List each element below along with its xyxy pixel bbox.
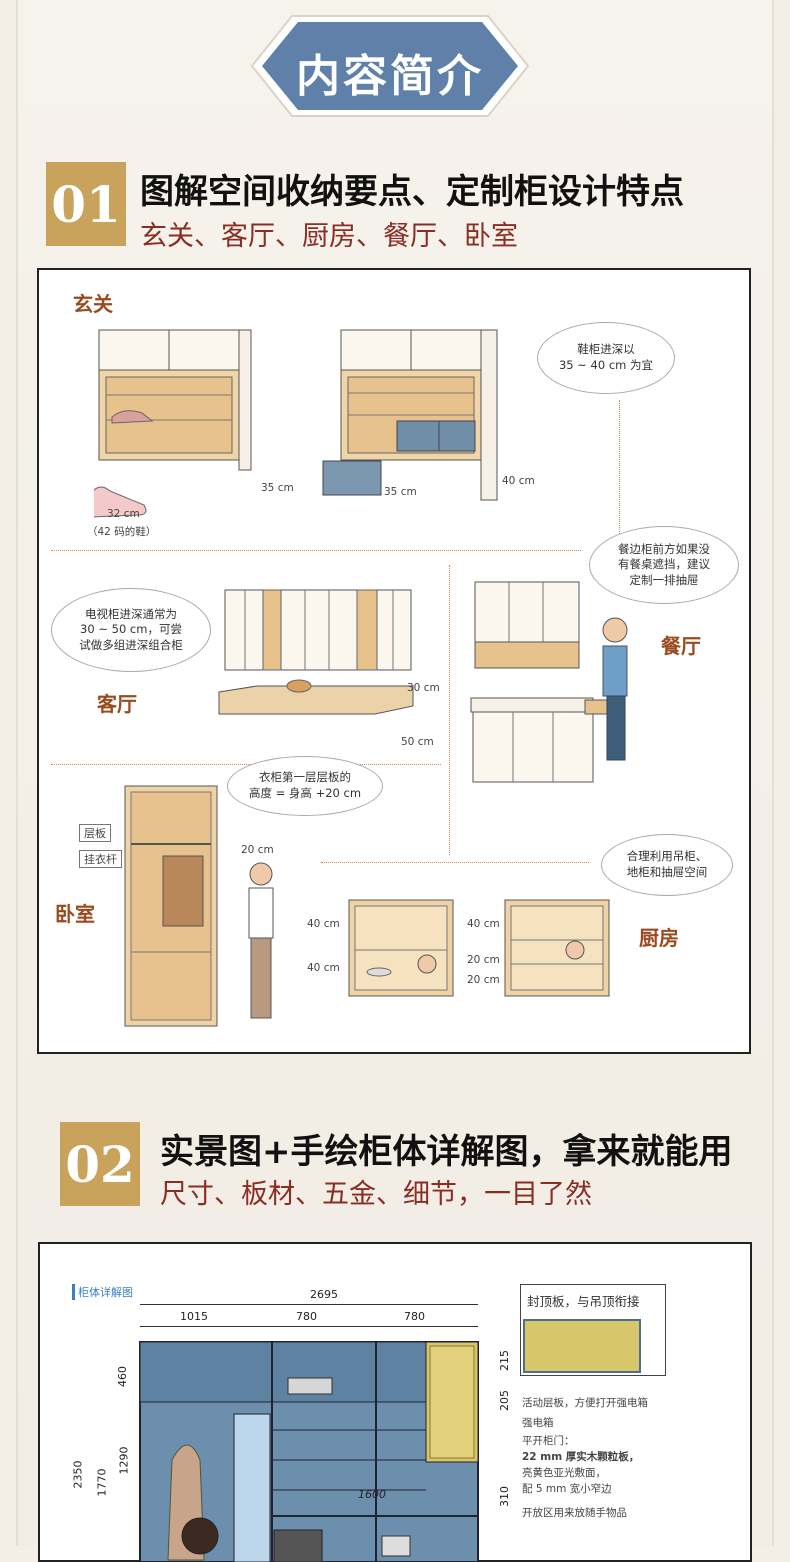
shoe-cabinet-2 [322, 329, 498, 501]
dim-35b: 35 cm [384, 486, 417, 498]
divider-2 [51, 764, 441, 765]
bp-w2: 780 [296, 1310, 317, 1323]
banner-hexagon [250, 15, 530, 117]
dim-30: 30 cm [407, 682, 440, 694]
dim-k40c: 40 cm [467, 918, 500, 930]
dim-50: 50 cm [401, 736, 434, 748]
room-label-dining: 餐厅 [661, 634, 701, 658]
bp-h2: 1290 [117, 1446, 131, 1475]
bubble-wardrobe: 衣柜第一层层板的 高度 = 身高 +20 cm [227, 756, 383, 816]
bp-r215: 215 [498, 1350, 511, 1371]
banner-title: 内容简介 [296, 51, 484, 102]
room-label-bedroom: 卧室 [55, 902, 95, 926]
dim-35a: 35 cm [261, 482, 294, 494]
divider-3 [321, 862, 589, 863]
callout-text: 封顶板，与吊顶衔接 [527, 1294, 640, 1309]
wardrobe-drawing [124, 785, 274, 1027]
kitchen-cabinets-drawing [348, 899, 610, 997]
dim-k40a: 40 cm [307, 918, 340, 930]
bp-note-4: 亮黄色亚光敷面， [522, 1467, 606, 1479]
bubble-kitchen-text: 合理利用吊柜、 地柜和抽屉空间 [626, 849, 708, 879]
bubble-tv-cabinet-text: 电视柜进深通常为 30 ~ 50 cm，可尝 试做多组进深组合柜 [79, 606, 183, 652]
dim-k20a: 20 cm [467, 954, 500, 966]
section1-subtitle: 玄关、客厅、厨房、餐厅、卧室 [140, 221, 518, 252]
bubble-wardrobe-text: 衣柜第一层层板的 高度 = 身高 +20 cm [248, 770, 362, 800]
room-label-entry: 玄关 [73, 292, 113, 316]
bp-total-width: 2695 [310, 1288, 338, 1301]
bp-h-total: 2350 [71, 1460, 85, 1489]
shoe-cabinet-1 [94, 329, 252, 518]
divider-living-right [449, 565, 450, 855]
dim-32: 32 cm [107, 508, 140, 520]
dim-20: 20 cm [241, 844, 274, 856]
bp-inner-width: 1600 [358, 1488, 386, 1501]
blueprint-label: 柜体详解图 [72, 1284, 133, 1300]
section2-number: 02 [60, 1122, 140, 1206]
room-label-kitchen: 厨房 [639, 926, 679, 950]
bubble-shoe-depth: 鞋柜进深以 35 ~ 40 cm 为宜 [537, 322, 675, 394]
bubble-kitchen: 合理利用吊柜、 地柜和抽屉空间 [601, 834, 733, 896]
bp-r310: 310 [498, 1486, 511, 1507]
cabinet-elevation-drawing [139, 1341, 479, 1562]
bubble-sideboard-text: 餐边柜前方如果没 有餐桌遮挡，建议 定制一排抽屉 [618, 541, 710, 587]
bp-h3: 460 [116, 1366, 129, 1387]
bp-h1: 1770 [95, 1468, 109, 1497]
bp-note-5: 配 5 mm 宽小窄边 [522, 1483, 612, 1495]
bp-r205: 205 [498, 1390, 511, 1411]
dim-k40b: 40 cm [307, 962, 340, 974]
bp-note-0: 活动层板，方便打开强电箱 [522, 1397, 648, 1409]
intro-banner: 内容简介 [230, 12, 550, 120]
bp-note-6: 开放区用来放随手物品 [522, 1507, 627, 1519]
sideboard-drawing [470, 581, 628, 783]
dim-shoe-size: （42 码的鞋） [87, 526, 157, 538]
bp-note-2: 平开柜门： [522, 1435, 575, 1447]
section1-title: 图解空间收纳要点、定制柜设计特点 [140, 172, 684, 212]
bp-note-1: 强电箱 [522, 1417, 554, 1429]
divider-entry-right [619, 400, 620, 550]
dim-40: 40 cm [502, 475, 535, 487]
room-label-living: 客厅 [97, 692, 137, 716]
bp-w3: 780 [404, 1310, 425, 1323]
blueprint-panel: 柜体详解图 2695 1015 780 780 2350 1770 1290 4… [38, 1242, 752, 1562]
dim-k20b: 20 cm [467, 974, 500, 986]
bubble-shoe-depth-text: 鞋柜进深以 35 ~ 40 cm 为宜 [558, 342, 654, 372]
divider-1 [51, 550, 581, 551]
bubble-sideboard: 餐边柜前方如果没 有餐桌遮挡，建议 定制一排抽屉 [589, 526, 739, 604]
section1-number: 01 [46, 162, 126, 246]
callout-panel-sample [523, 1319, 641, 1373]
section2-title: 实景图+手绘柜体详解图，拿来就能用 [160, 1132, 733, 1172]
room-illustration-panel: 玄关 鞋柜进深以 35 ~ 40 cm 为宜 35 cm 35 cm 40 cm… [37, 268, 751, 1054]
tag-rod: 挂衣杆 [79, 850, 122, 868]
bubble-tv-cabinet: 电视柜进深通常为 30 ~ 50 cm，可尝 试做多组进深组合柜 [51, 588, 211, 672]
bp-note-3: 22 mm 厚实木颗粒板， [522, 1451, 640, 1463]
callout-inset: 封顶板，与吊顶衔接 [520, 1284, 666, 1376]
bp-w1: 1015 [180, 1310, 208, 1323]
tv-cabinet-drawing [218, 589, 414, 715]
bp-total-width-line [140, 1304, 478, 1305]
section2-subtitle: 尺寸、板材、五金、细节，一目了然 [160, 1179, 592, 1210]
bp-sub-width-line [140, 1326, 478, 1327]
tag-shelf: 层板 [79, 824, 111, 842]
